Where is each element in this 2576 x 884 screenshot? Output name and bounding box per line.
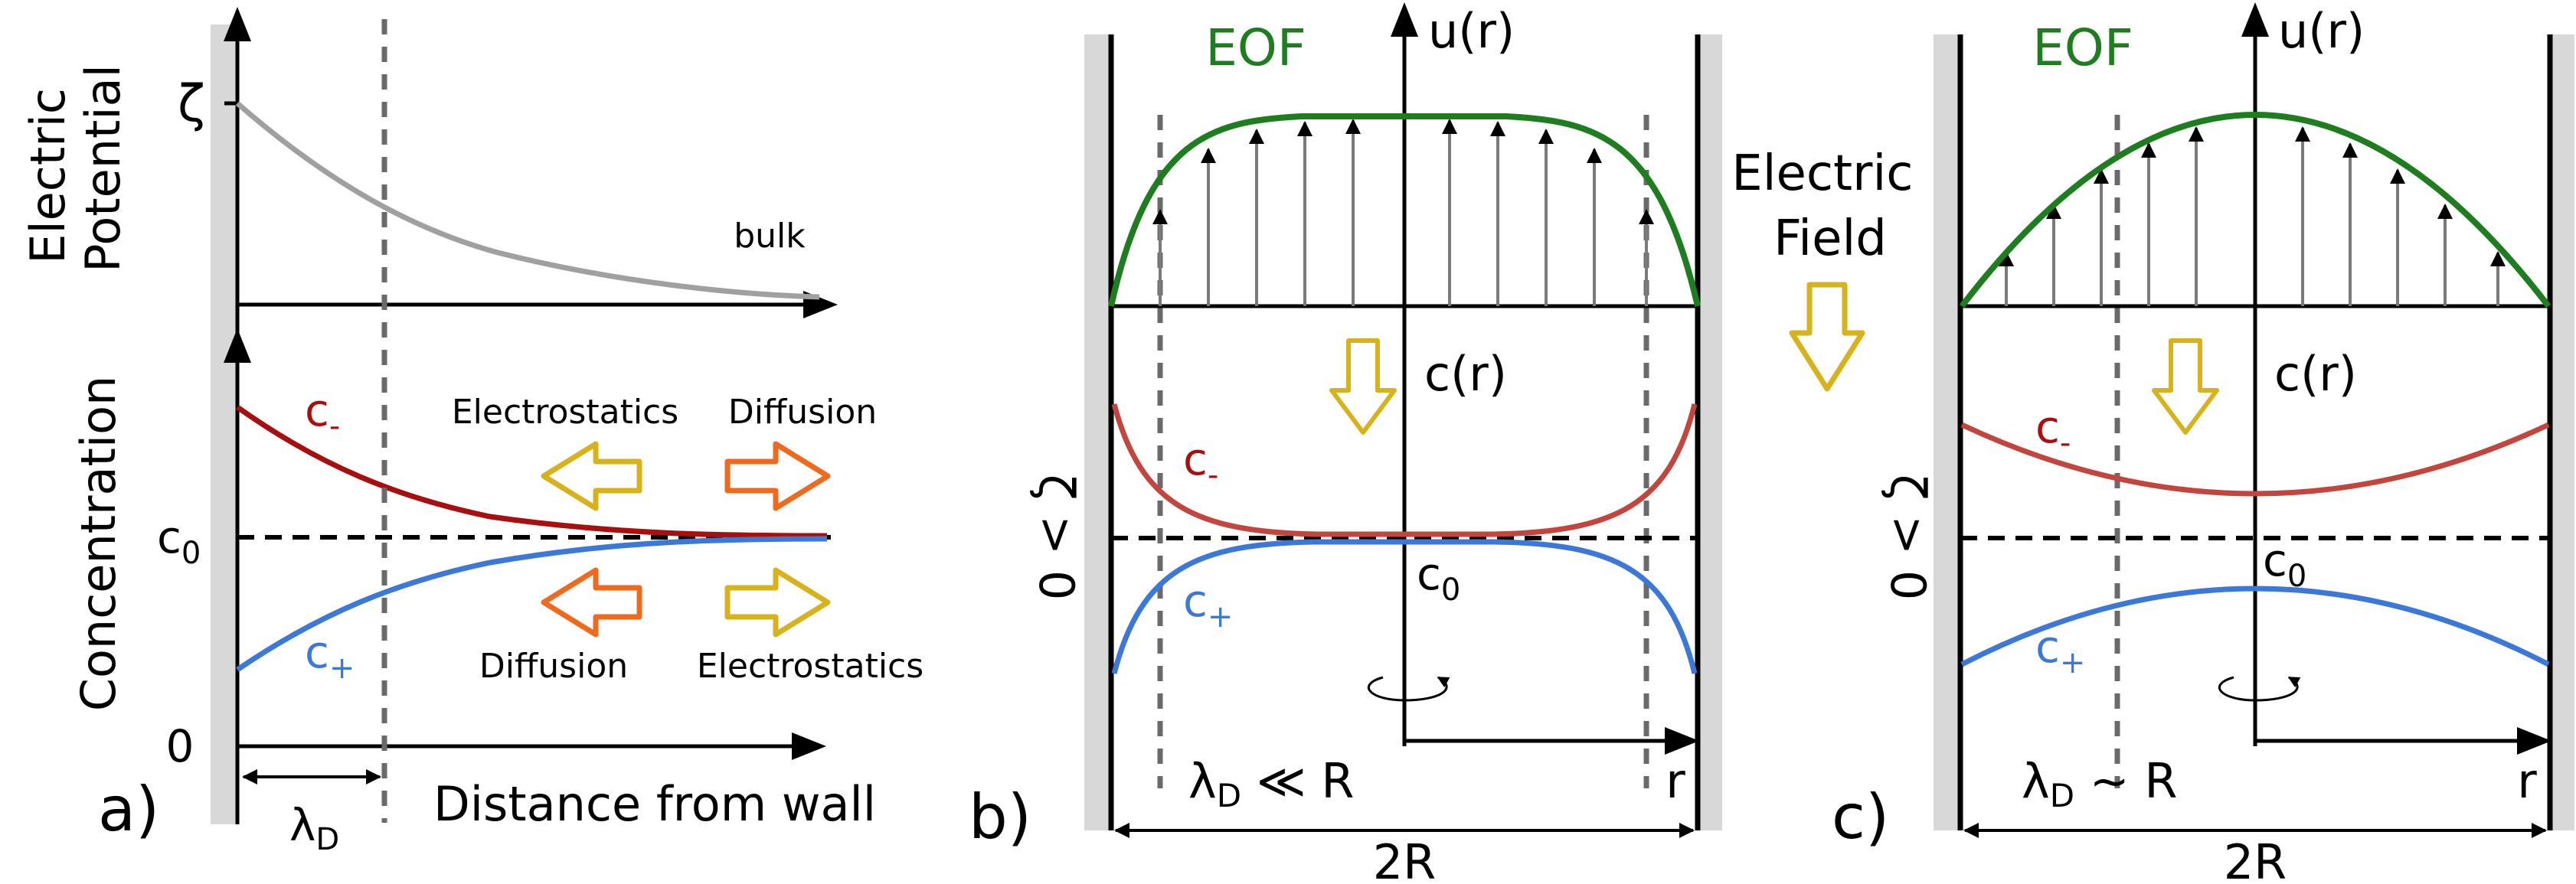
panel-c-label: c): [1832, 781, 1889, 853]
c-minus-curve: [235, 405, 828, 539]
wall-b-left: [1084, 34, 1109, 830]
wall-b-right: [1698, 34, 1722, 830]
lambda-relation-b: λD ≪ R: [1188, 753, 1354, 814]
c0-label: c0: [157, 511, 201, 571]
c-minus-sub: -: [329, 409, 340, 444]
wall-a: [211, 24, 236, 824]
c-plus-label-b: c+: [1183, 575, 1233, 634]
y-label-potential: Electric Potential: [20, 64, 131, 272]
lambda-relation-c: λD ~ R: [2022, 753, 2178, 814]
panel-a-label: a): [98, 774, 159, 845]
panel-b-label: b): [969, 781, 1031, 853]
diffusion-label-top: Diffusion: [728, 393, 877, 432]
field-arrow-c: [2152, 338, 2219, 435]
diffusion-arrow-top: [724, 441, 831, 511]
c0-label-b: c0: [1417, 548, 1460, 608]
lambda-sub-c: D: [2050, 777, 2074, 814]
field-arrow-b: [1329, 338, 1397, 435]
panel-c: EOF u(r) c(r) c- c+ c0 ζ > 0 λD ~ R r 2R…: [1832, 2, 2574, 884]
electric-field-word-2: Field: [1773, 210, 1887, 267]
bulk-label: bulk: [734, 217, 806, 256]
c-plus-profile-b: [1111, 539, 1698, 674]
electrostatics-arrow-top: [541, 441, 642, 511]
c-plus-sub: +: [329, 651, 355, 686]
velocity-arrows-c: [1999, 126, 2506, 306]
c-axis-label-b: c(r): [1424, 346, 1507, 402]
c-minus-profile-c: [1960, 422, 2550, 497]
electric-field-indicator: Electric Field: [1731, 145, 1929, 392]
eof-profile-b: [1108, 113, 1701, 307]
u-axis-label-c: u(r): [2278, 3, 2365, 59]
c-minus-label-b: c-: [1183, 433, 1218, 493]
x-label-distance: Distance from wall: [433, 776, 876, 832]
c-minus-label: c-: [305, 384, 340, 444]
u-axis-label-b: u(r): [1428, 3, 1515, 59]
y-label-potential-word: Potential: [75, 64, 131, 272]
c-minus-label-c: c-: [2035, 401, 2071, 461]
electric-field-label: Electric Field: [1731, 145, 1929, 267]
zeta-condition-c: ζ > 0: [1880, 475, 1936, 601]
r-label-b: r: [1666, 753, 1685, 809]
electric-field-arrow: [1789, 282, 1865, 392]
lambda-sub-b: D: [1217, 777, 1241, 814]
eof-label-c: EOF: [2032, 18, 2133, 77]
c-plus-sub-b: +: [1208, 599, 1234, 634]
c-minus-profile-b: [1111, 403, 1698, 537]
c-minus-sub-b: -: [1208, 458, 1218, 493]
c0-sub: 0: [181, 536, 201, 571]
c-plus-profile-c: [1960, 586, 2550, 667]
c-minus-sub-c: -: [2060, 426, 2071, 461]
panel-a: Electric Potential ζ bulk Concentration …: [20, 7, 924, 857]
c-axis-label-c: c(r): [2274, 346, 2357, 402]
panel-b: EOF u(r) c(r) c- c+ c0 ζ > 0 λD ≪ R r 2R…: [969, 2, 1722, 884]
y-label-concentration: Concentration: [70, 376, 126, 712]
lambda-label-a: λD: [289, 799, 339, 857]
two-r-label-c: 2R: [2224, 834, 2287, 884]
zeta-label: ζ: [178, 74, 205, 133]
rotation-icon-c: [2218, 676, 2301, 702]
r-label-c: r: [2517, 753, 2537, 809]
c-plus-curve: [236, 536, 828, 672]
wall-c-right: [2550, 34, 2574, 830]
c0-sub-b: 0: [1441, 572, 1460, 608]
potential-curve: [235, 101, 820, 300]
y-label-electric: Electric: [20, 88, 76, 264]
c-plus-sub-c: +: [2060, 645, 2086, 680]
c0-sub-c: 0: [2287, 559, 2306, 594]
c-plus-label-c: c+: [2035, 621, 2085, 680]
diffusion-label-bottom: Diffusion: [479, 647, 628, 686]
c-plus-label: c+: [305, 626, 355, 686]
electric-field-word-1: Electric: [1731, 145, 1913, 202]
electrostatics-label-top: Electrostatics: [452, 393, 678, 432]
two-r-label-b: 2R: [1373, 834, 1437, 884]
rotation-icon-b: [1367, 676, 1450, 702]
eof-label-b: EOF: [1205, 18, 1306, 77]
c0-label-c: c0: [2263, 534, 2306, 594]
zero-label: 0: [166, 720, 195, 772]
velocity-arrows-b: [1152, 119, 1654, 306]
wall-c-left: [1934, 34, 1958, 830]
electrostatics-arrow-bottom: [724, 567, 831, 638]
zeta-condition-b: ζ > 0: [1028, 475, 1084, 601]
electrostatics-label-bottom: Electrostatics: [697, 647, 924, 686]
eof-profile-c: [1959, 112, 2551, 308]
lambda-sub-a: D: [315, 822, 339, 857]
diffusion-arrow-bottom: [541, 567, 642, 638]
